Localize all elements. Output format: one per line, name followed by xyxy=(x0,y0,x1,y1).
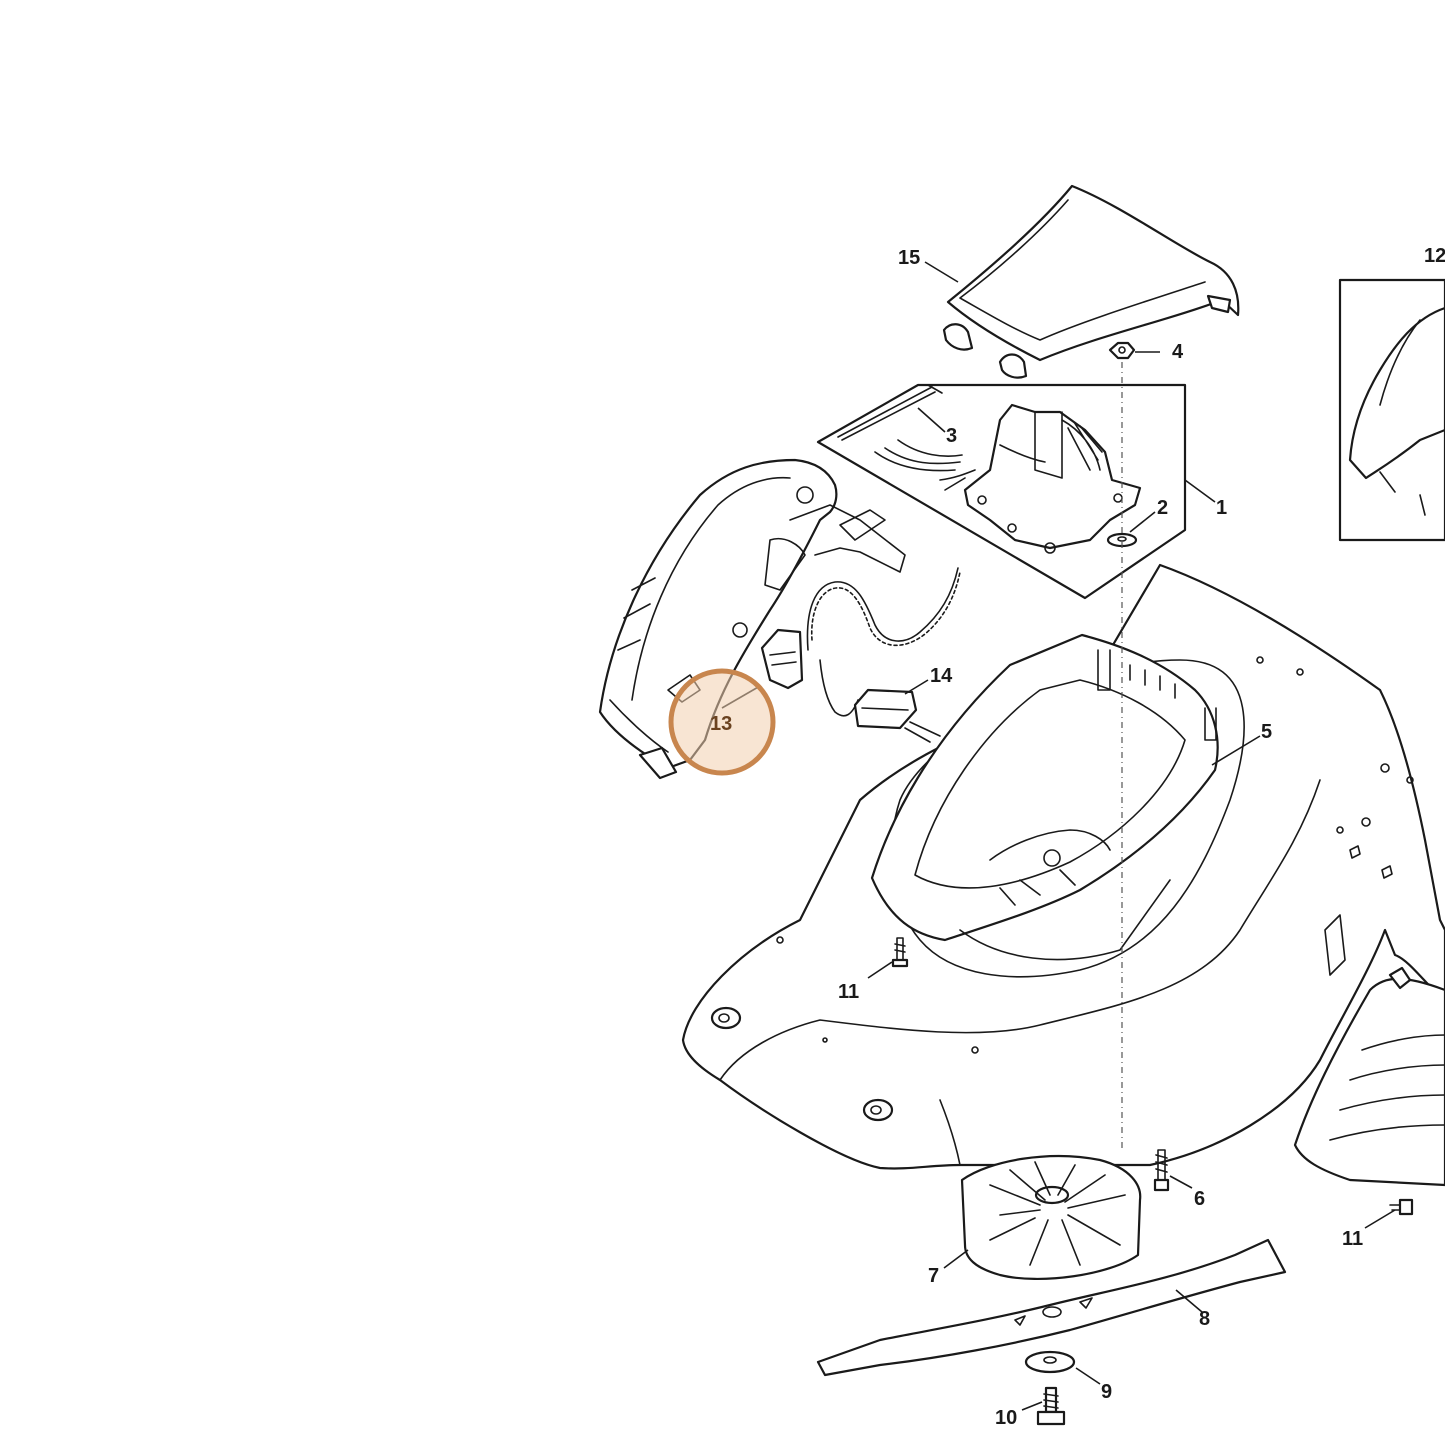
part-11a-screw xyxy=(891,937,909,968)
part-7-fan xyxy=(960,1155,1142,1280)
callout-labels: 15 12 4 3 2 1 14 5 13 11 6 11 7 8 9 10 xyxy=(710,245,1445,1429)
callout-7[interactable]: 7 xyxy=(928,1265,939,1287)
callout-6[interactable]: 6 xyxy=(1194,1188,1205,1210)
part-8-blade xyxy=(816,1238,1287,1377)
part-10-bolt xyxy=(1036,1386,1066,1426)
right-side-housing xyxy=(1293,966,1445,1187)
callout-14[interactable]: 14 xyxy=(930,665,953,687)
part-2-washer xyxy=(1106,532,1138,548)
highlight-ring-13[interactable] xyxy=(668,668,776,776)
callout-9[interactable]: 9 xyxy=(1101,1381,1112,1403)
part-6-screw xyxy=(1153,1149,1170,1192)
callout-1[interactable]: 1 xyxy=(1216,497,1227,519)
callout-12[interactable]: 12 xyxy=(1424,245,1445,267)
part-12-inset xyxy=(1338,278,1445,542)
coiled-cable xyxy=(806,567,961,717)
callout-15[interactable]: 15 xyxy=(898,247,920,269)
part-4-nut xyxy=(1108,341,1136,360)
part-11b-screw xyxy=(1389,1198,1414,1216)
callout-10[interactable]: 10 xyxy=(995,1407,1017,1429)
part-1-motor-kit xyxy=(816,383,1187,600)
callout-11-right[interactable]: 11 xyxy=(1342,1228,1363,1250)
callout-3[interactable]: 3 xyxy=(946,425,957,447)
switch-block xyxy=(760,628,804,690)
callout-5[interactable]: 5 xyxy=(1261,721,1272,743)
callout-8[interactable]: 8 xyxy=(1199,1308,1210,1330)
part-5-housing xyxy=(870,633,1219,961)
part-15-cover xyxy=(942,184,1240,379)
part-14-connector xyxy=(853,688,941,743)
callout-2[interactable]: 2 xyxy=(1157,497,1168,519)
callout-11-left[interactable]: 11 xyxy=(838,981,859,1003)
part-9-washer xyxy=(1024,1350,1076,1374)
callout-13[interactable]: 13 xyxy=(710,713,732,735)
leader-lines xyxy=(721,261,1396,1411)
callout-4[interactable]: 4 xyxy=(1172,341,1184,363)
